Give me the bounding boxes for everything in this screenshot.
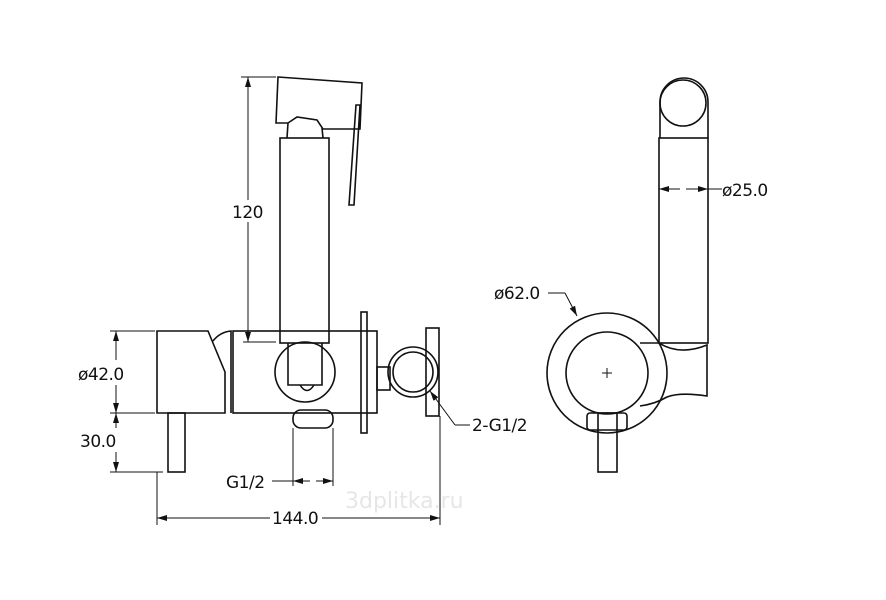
- dim-inlet-thread-label: 2-G1/2: [472, 416, 527, 436]
- watermark: 3dplitka.ru: [345, 489, 464, 514]
- side-view: 120 ø42.0 30.0 G1/2 144.0 2-G1/2: [78, 76, 528, 529]
- dim-height-label: 120: [232, 203, 263, 223]
- lever-handle-front: [597, 412, 618, 473]
- dim-lever-label: 30.0: [80, 432, 116, 452]
- lever-handle: [167, 412, 186, 473]
- dim-body-diameter-label: ø42.0: [78, 365, 124, 385]
- hand-shower-head: [275, 76, 363, 206]
- dim-hose-diameter-label: ø25.0: [722, 181, 768, 201]
- dim-flange-diameter-label: ø62.0: [494, 284, 540, 304]
- front-view: ø25.0 ø62.0: [494, 77, 768, 473]
- wall-connector: [376, 327, 440, 417]
- dim-total-length-label: 144.0: [272, 509, 318, 529]
- wall-flange: [546, 312, 668, 434]
- dim-outlet-thread-label: G1/2: [226, 473, 265, 493]
- hose-tube: [279, 137, 330, 344]
- shower-head-end: [659, 79, 707, 127]
- hose-tube-front: [658, 137, 709, 344]
- valve-cap: [565, 331, 649, 415]
- valve-body: [156, 311, 378, 434]
